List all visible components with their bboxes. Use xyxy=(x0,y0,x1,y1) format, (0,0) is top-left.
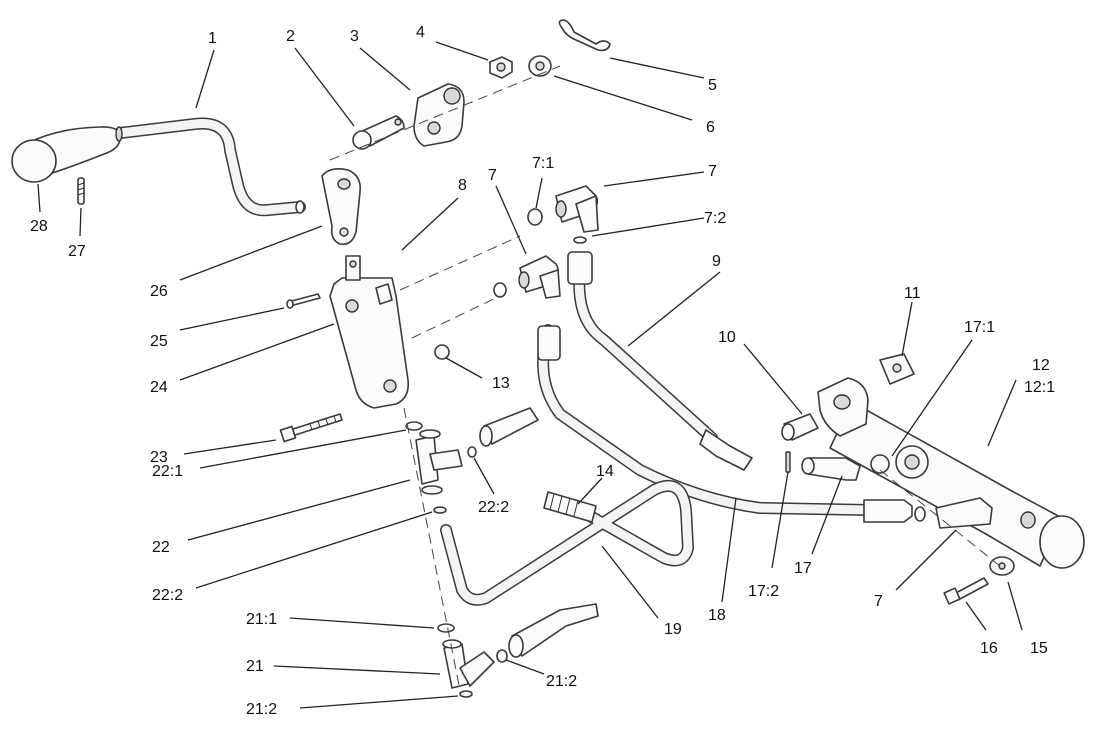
cylinder-bolt xyxy=(943,577,989,605)
hydraulic-tube-19 xyxy=(440,480,695,606)
valve-screw xyxy=(286,293,321,309)
cylinder-pin xyxy=(781,413,819,441)
callout-23: 23 xyxy=(150,449,168,466)
callout-16: 16 xyxy=(980,640,998,657)
elbow-fitting-cylinder xyxy=(914,497,993,529)
callout-12-1: 12:1 xyxy=(1024,379,1055,396)
callout-22: 22 xyxy=(152,539,170,556)
callout-13: 13 xyxy=(492,375,510,392)
callout-7-1: 7:1 xyxy=(532,155,554,172)
tee-fitting xyxy=(415,429,463,495)
callout-18: 18 xyxy=(708,607,726,624)
centerline-valve-top xyxy=(399,235,521,291)
cotter-pin xyxy=(558,19,611,52)
o-ring-21-2-lower xyxy=(459,690,473,698)
callout-22-1: 22:1 xyxy=(152,463,183,480)
hose-connector-upper xyxy=(479,407,539,447)
hose-connector-lower xyxy=(508,603,599,658)
callout-7-2: 7:2 xyxy=(704,210,726,227)
callout-26: 26 xyxy=(150,283,168,300)
o-ring-21-2-right xyxy=(496,649,508,663)
o-ring-22-2-right xyxy=(467,446,477,458)
hydraulic-hose-18 xyxy=(537,324,913,523)
callout-5: 5 xyxy=(708,77,717,94)
callout-15: 15 xyxy=(1030,640,1048,657)
elbow-fitting-middle xyxy=(518,255,561,299)
callout-17-1: 17:1 xyxy=(964,319,995,336)
callout-25: 25 xyxy=(150,333,168,350)
clevis-pin xyxy=(352,115,405,150)
lever-knob xyxy=(11,126,123,183)
callout-7-low: 7 xyxy=(874,593,883,610)
callout-10: 10 xyxy=(718,329,736,346)
callout-4: 4 xyxy=(416,24,425,41)
cylinder-washer xyxy=(989,556,1015,576)
callout-17-2: 17:2 xyxy=(748,583,779,600)
control-lever xyxy=(114,117,306,217)
callout-21-2-low: 21:2 xyxy=(246,701,277,718)
o-ring-17-1 xyxy=(870,454,890,474)
callout-24: 24 xyxy=(150,379,168,396)
cylinder-fitting-17 xyxy=(801,457,861,481)
cylinder-bracket xyxy=(879,353,915,385)
o-ring-22-2-lower xyxy=(433,506,447,514)
flat-washer xyxy=(528,55,552,77)
callout-12: 12 xyxy=(1032,357,1050,374)
centerline-cylinder xyxy=(879,469,1001,567)
callout-1: 1 xyxy=(208,30,217,47)
valve-plug xyxy=(434,344,450,360)
threaded-fitting-14 xyxy=(543,491,597,523)
callout-9: 9 xyxy=(712,253,721,270)
elbow-fitting-upper xyxy=(555,185,599,233)
o-ring-22-1 xyxy=(405,421,423,431)
callout-11: 11 xyxy=(904,285,921,302)
leader-lines xyxy=(37,41,1023,709)
callout-21-2-right: 21:2 xyxy=(546,673,577,690)
callout-7-mid: 7 xyxy=(488,167,497,184)
callout-7-top: 7 xyxy=(708,163,717,180)
callout-2: 2 xyxy=(286,28,295,45)
hydraulic-hose-9 xyxy=(567,251,753,471)
callout-14: 14 xyxy=(596,463,614,480)
link-plate xyxy=(321,168,362,246)
o-ring-7-1 xyxy=(527,208,543,226)
valve-mount-bolt xyxy=(279,413,343,443)
o-ring-21-1 xyxy=(437,623,455,633)
callout-19: 19 xyxy=(664,621,682,638)
callout-21-1: 21:1 xyxy=(246,611,277,628)
callout-labels: 1 2 3 4 5 6 7 7:1 7 7:2 8 9 10 11 12 12:… xyxy=(30,24,1055,718)
o-ring-7-2 xyxy=(573,236,587,244)
callout-22-2-low: 22:2 xyxy=(152,587,183,604)
hydraulic-cylinder xyxy=(817,377,1085,569)
callout-22-2-right: 22:2 xyxy=(478,499,509,516)
hex-nut xyxy=(489,56,513,79)
callout-3: 3 xyxy=(350,28,359,45)
callout-8: 8 xyxy=(458,177,467,194)
callout-17: 17 xyxy=(794,560,812,577)
callout-6: 6 xyxy=(706,119,715,136)
control-valve-body xyxy=(329,255,410,409)
o-ring-middle xyxy=(493,282,507,298)
callout-27: 27 xyxy=(68,243,86,260)
elbow-fitting-lower xyxy=(442,639,495,689)
o-ring-17-2 xyxy=(785,451,791,473)
centerline-valve-mid xyxy=(411,295,501,339)
callout-21: 21 xyxy=(246,658,264,675)
callout-28: 28 xyxy=(30,218,48,235)
knob-set-screw xyxy=(77,177,85,205)
centerline-linkage xyxy=(329,65,561,161)
